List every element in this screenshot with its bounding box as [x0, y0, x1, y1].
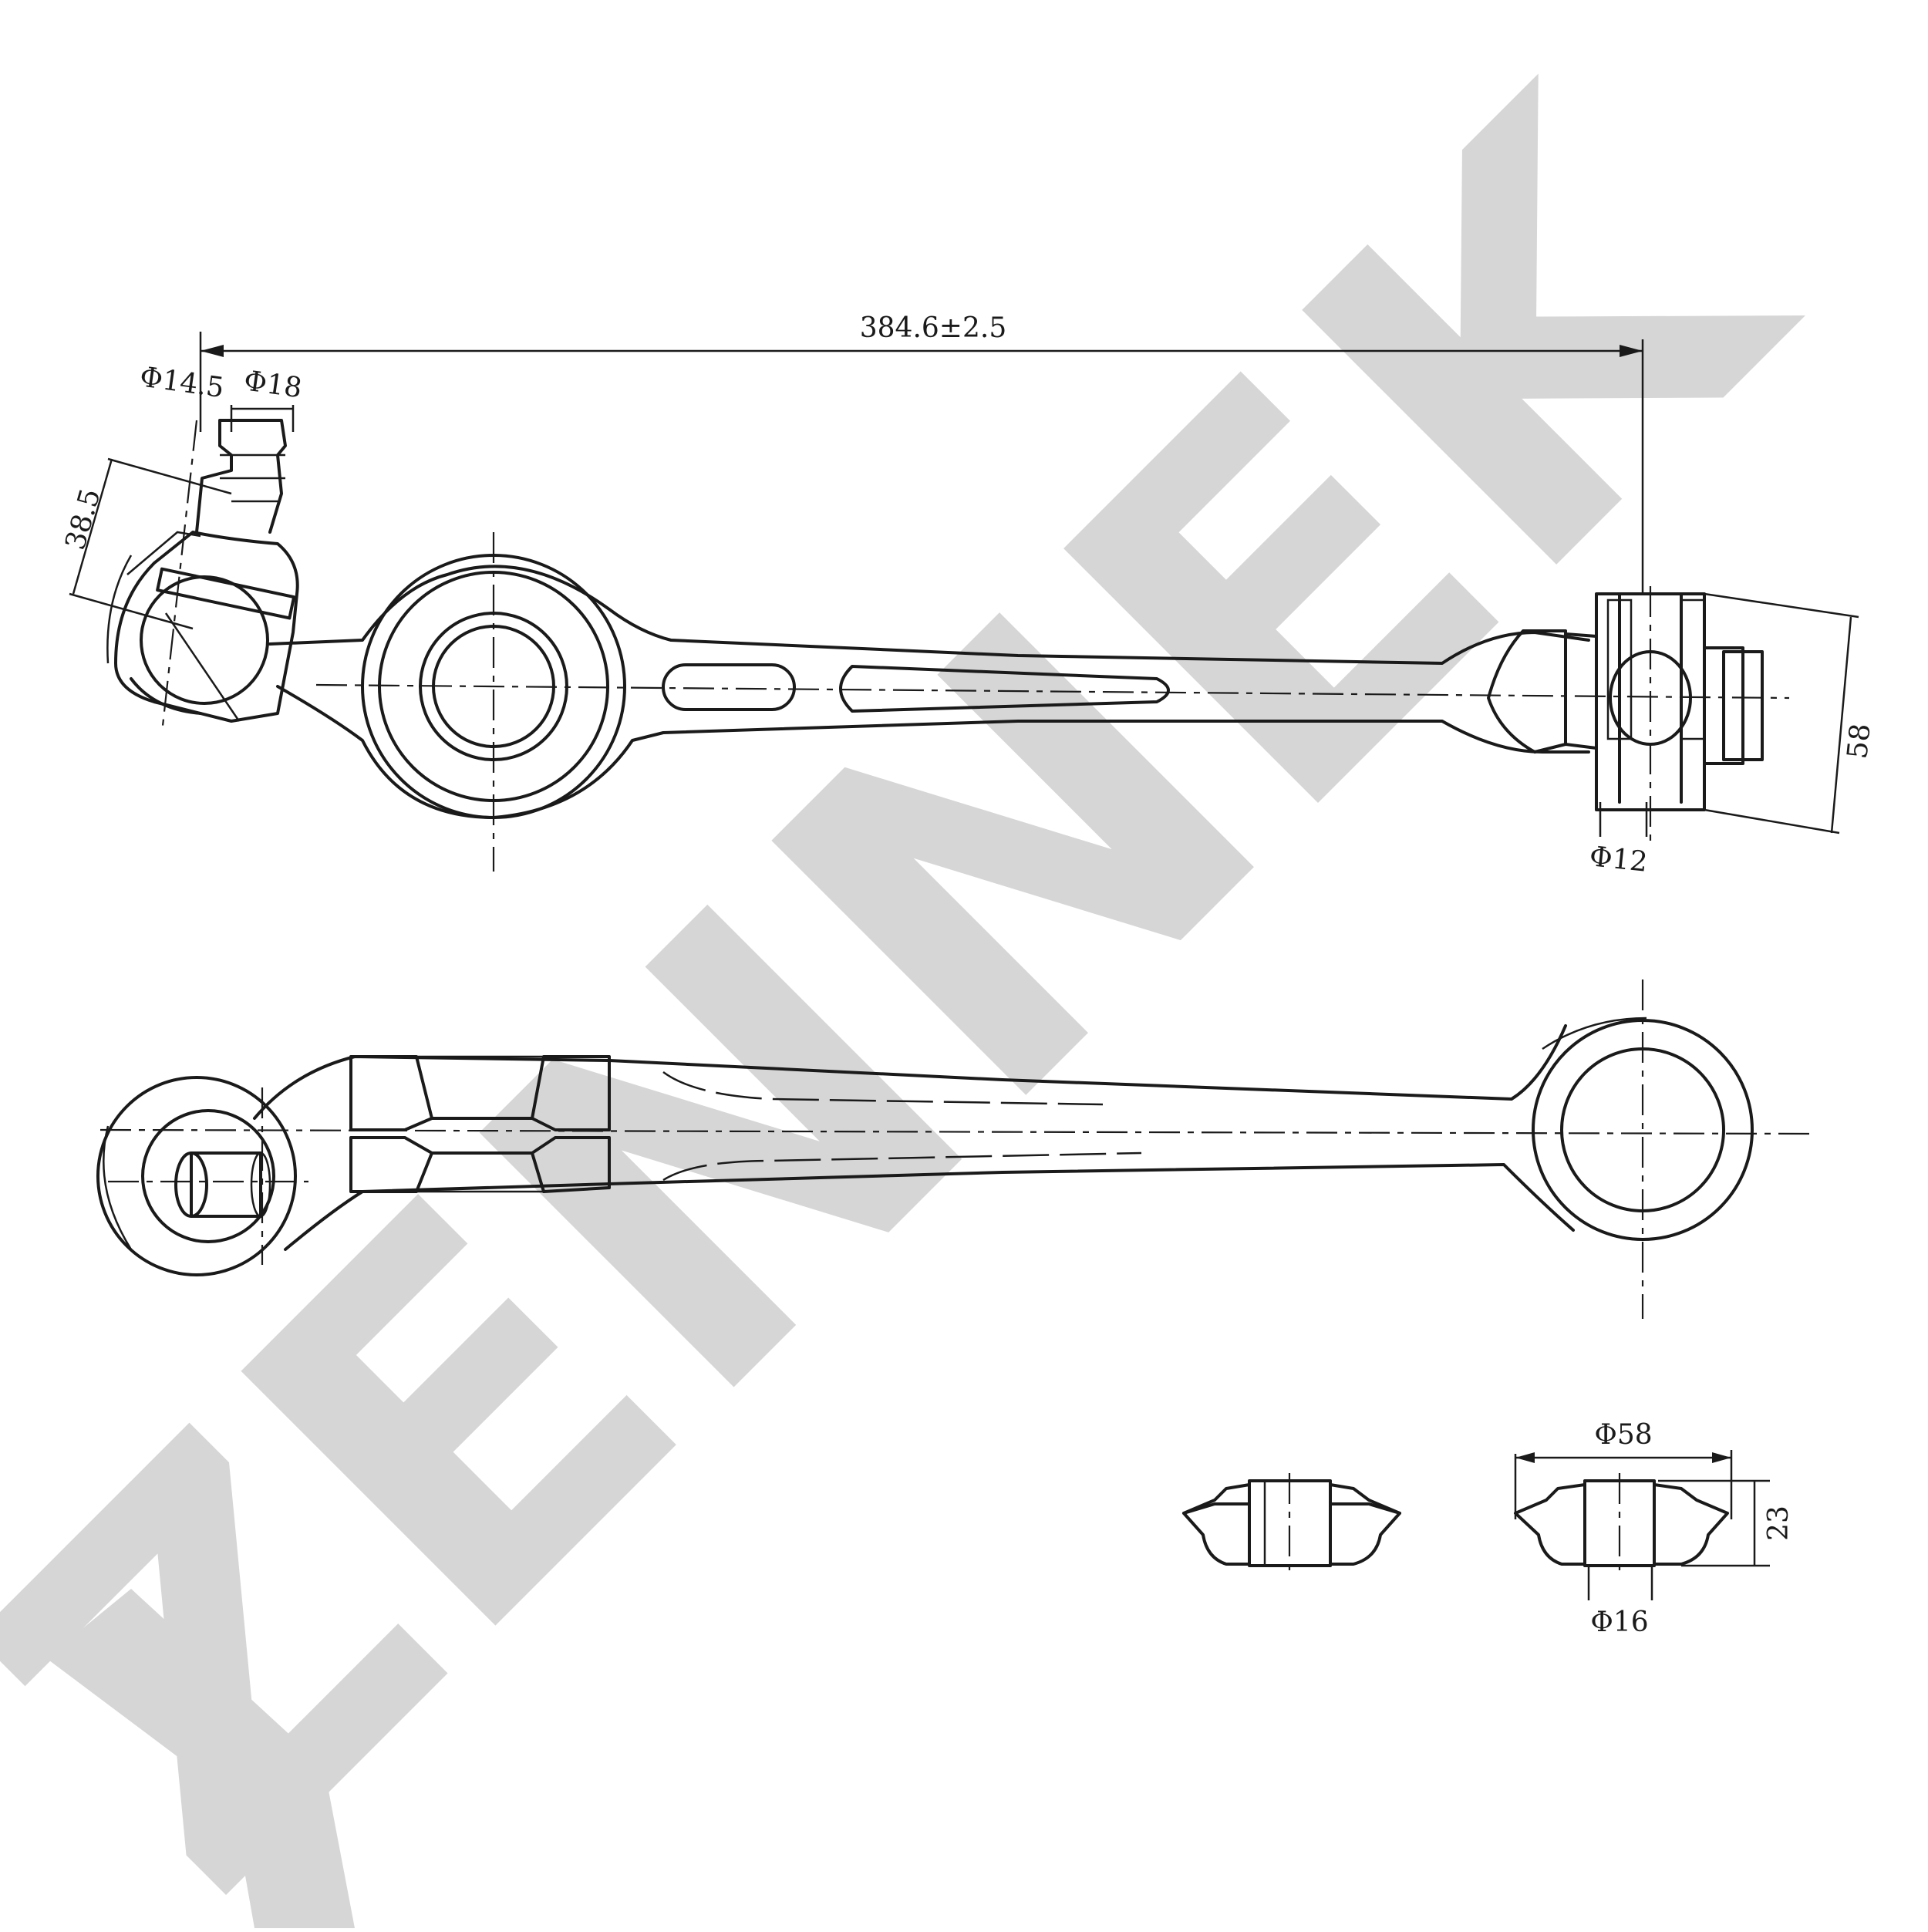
dim-bushing-bore: Φ12 [1588, 802, 1649, 878]
ball-joint [106, 419, 299, 733]
dim-ball-joint-height: 38.5 [59, 457, 232, 630]
bushing-inner-label: Φ16 [1590, 1607, 1648, 1638]
dim-bushing-height: 23 [1658, 1479, 1795, 1567]
plan-ball-eye-outer [96, 1076, 297, 1276]
bushing-bore-label: Φ12 [1588, 841, 1649, 878]
dim-bushing-outer: Φ58 [1514, 1419, 1733, 1519]
dim-bushing-inner: Φ16 [1587, 1566, 1653, 1638]
arm-slot-2 [839, 665, 1170, 713]
housing-height-label: 58 [1842, 722, 1877, 760]
bushing-outer-label: Φ58 [1594, 1419, 1652, 1451]
arm-centerline-top [315, 683, 1790, 700]
ball-joint-height-label: 38.5 [59, 485, 107, 553]
rear-bushing-section [1487, 586, 1764, 841]
bushing-right: Φ58 23 Φ16 [1514, 1419, 1795, 1638]
plan-arm-bottom [284, 1163, 1575, 1251]
dim-housing-height: 58 [1704, 592, 1877, 835]
ball-stud-small-label: Φ14.5 [138, 361, 226, 404]
top-view: 384.6±2.5 Φ14.5 Φ18 38.5 58 Φ [59, 312, 1877, 878]
arm-outline-top [268, 565, 1590, 665]
dim-overall-length: 384.6±2.5 [199, 312, 1644, 594]
plan-view [96, 979, 1813, 1319]
plan-centerline [99, 1128, 1813, 1135]
plan-ball-eye-inner [141, 1109, 275, 1243]
watermark-chevron [46, 1589, 355, 1928]
plan-arm-section [349, 1055, 611, 1193]
bushing-left [1182, 1473, 1401, 1573]
bushing-height-label: 23 [1763, 1505, 1795, 1541]
arm-slot-1 [662, 663, 796, 711]
overall-length-label: 384.6±2.5 [860, 312, 1006, 344]
ball-stud-large-label: Φ18 [242, 365, 304, 404]
